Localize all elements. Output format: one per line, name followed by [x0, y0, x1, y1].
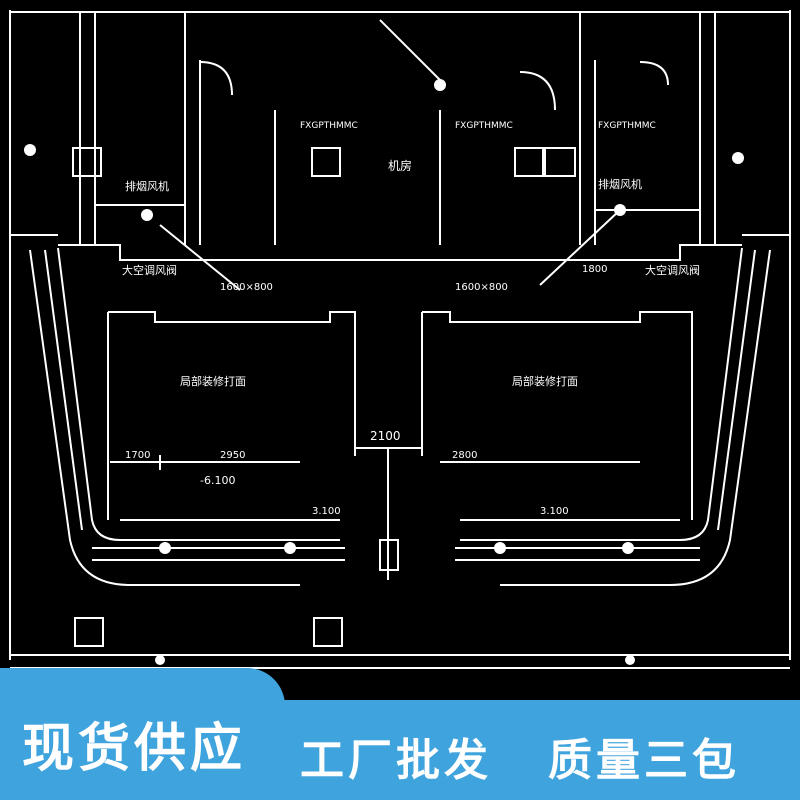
level-left: -6.100: [200, 474, 235, 487]
valve-label-right: 大空调风阀: [645, 263, 700, 277]
room-label-left-top: FXGPTHMMC: [300, 121, 358, 131]
room-label-center: 机房: [388, 158, 412, 173]
fan-label-left: 排烟风机: [125, 179, 169, 193]
dim-left-b: 2950: [220, 450, 245, 461]
dim-right-a: 2800: [452, 450, 477, 461]
dim-left-a: 1700: [125, 450, 150, 461]
pit-title-left: 局部装修打面: [180, 374, 246, 388]
room-label-right-top: FXGPTHMMC: [598, 121, 656, 131]
banner-left-text: 现货供应: [22, 719, 247, 779]
fan-label-right: 排烟风机: [598, 177, 642, 191]
banner-right-text: 质量三包: [548, 735, 740, 786]
valve-label-left: 大空调风阀: [122, 263, 177, 277]
level-left-b: 3.100: [312, 506, 341, 517]
dim-center: 2100: [370, 429, 401, 443]
banner-right-panel: [270, 700, 800, 800]
duct-label-left: 1600×800: [220, 282, 273, 293]
duct-label-right: 1600×800: [455, 282, 508, 293]
level-right-b: 3.100: [540, 506, 569, 517]
pit-title-right: 局部装修打面: [512, 374, 578, 388]
banner-left-panel: [0, 668, 285, 800]
dim-right-small: 1800: [582, 264, 607, 275]
room-label-mid-top: FXGPTHMMC: [455, 121, 513, 131]
banner-mid-text: 工厂批发: [300, 735, 492, 786]
